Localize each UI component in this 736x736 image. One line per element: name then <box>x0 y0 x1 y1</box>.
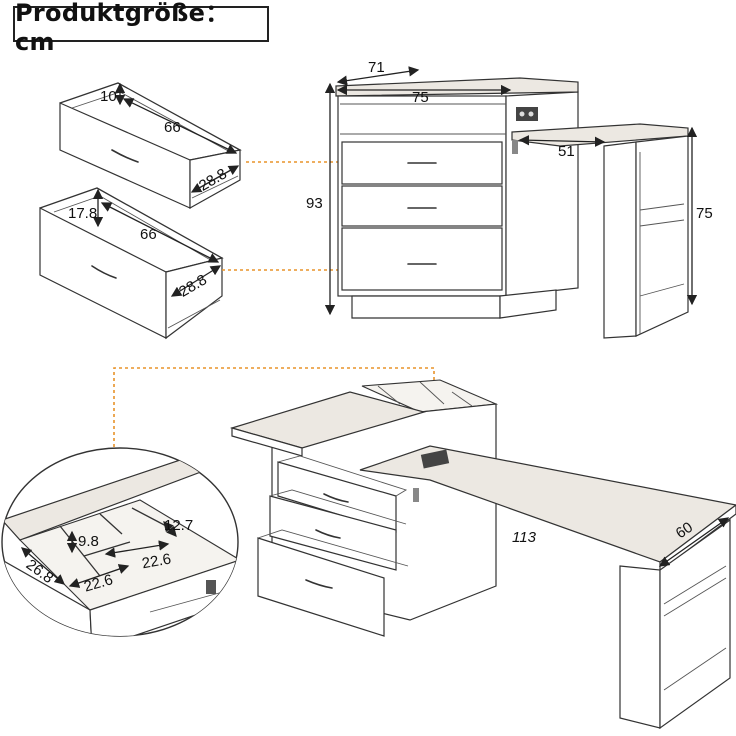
dim-desk-length: 113 <box>512 529 537 546</box>
dim-extension-length: 51 <box>558 143 575 160</box>
compartment-detail-zoom <box>1 447 239 637</box>
desk-drawer-handle-2 <box>315 529 341 539</box>
dim-drawer-top-depth: 66 <box>164 119 181 136</box>
dim-drawer-top-height: 10 <box>100 88 117 105</box>
desk-drawer-handle-1 <box>323 493 349 503</box>
dim-cabinet-depth: 71 <box>368 59 385 76</box>
desk-drawer-handle-3 <box>305 579 333 589</box>
dim-drawer-bottom-depth: 66 <box>140 226 157 243</box>
dim-compartment-height: 9.8 <box>78 533 99 550</box>
dim-compartment-width-right: 22.6 <box>141 550 173 572</box>
dim-desk-width: 60 <box>673 519 696 542</box>
drawer-small-handle <box>111 149 139 163</box>
drawer-large-handle <box>91 265 117 279</box>
dim-cabinet-height: 93 <box>306 195 323 212</box>
power-outlet-icon <box>516 107 538 121</box>
desk-assembled-view <box>229 379 736 730</box>
cabinet-front-view <box>335 77 689 339</box>
dim-drawer-bottom-height: 17.8 <box>68 205 97 222</box>
dim-extension-height: 75 <box>696 205 713 222</box>
title-box: Produktgröße：cm <box>13 0 269 56</box>
dim-cabinet-width: 75 <box>412 89 429 106</box>
desk-power-outlet-icon <box>420 449 450 469</box>
dim-compartment-small: 12.7 <box>164 517 193 534</box>
diagram-title: Produktgröße：cm <box>15 0 230 56</box>
